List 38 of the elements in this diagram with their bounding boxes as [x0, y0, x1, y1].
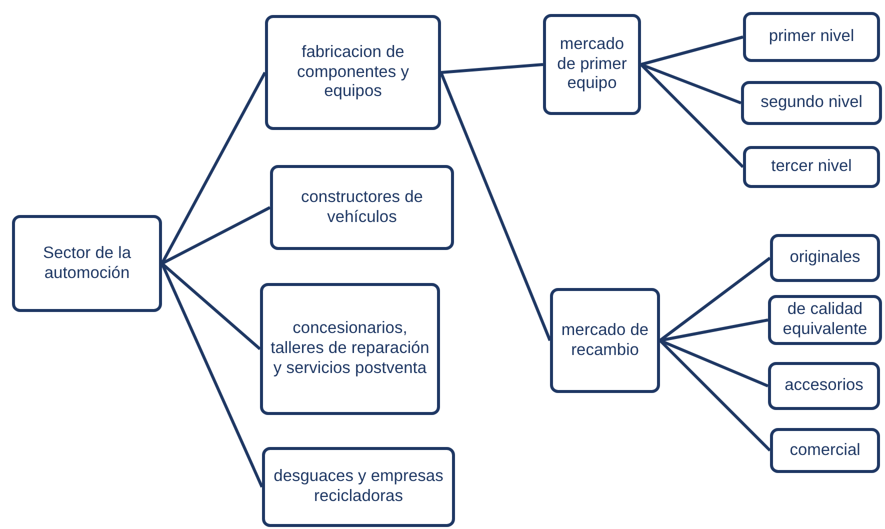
category-box — [768, 362, 880, 410]
category-box — [260, 283, 440, 415]
node-label: tercer nivel — [771, 157, 852, 177]
connector-line — [658, 339, 772, 452]
node-label: constructores de vehículos — [300, 188, 424, 228]
node-label: segundo nivel — [760, 93, 862, 113]
category-box — [743, 12, 880, 62]
category-box — [270, 165, 454, 250]
category-box — [265, 15, 441, 130]
node-label: fabricacion de componentes y equipos — [296, 42, 410, 102]
category-box — [12, 215, 162, 312]
connector-line — [640, 63, 744, 168]
connector-line — [659, 256, 771, 342]
connector-line — [160, 72, 266, 264]
node-label: comercial — [790, 440, 860, 460]
category-box — [770, 428, 880, 473]
node-label: primer nivel — [768, 27, 854, 47]
category-box — [743, 146, 880, 188]
category-box — [768, 295, 882, 345]
node-label: de calidad equivalente — [782, 300, 868, 340]
category-box — [741, 81, 882, 125]
connector-line — [440, 72, 552, 342]
connector-line — [640, 36, 744, 66]
category-box — [770, 234, 880, 282]
connector-line — [161, 206, 271, 265]
node-label: mercado de recambio — [560, 320, 650, 360]
category-box — [550, 288, 660, 393]
node-label: Sector de la automoción — [42, 244, 132, 284]
category-box — [262, 447, 455, 527]
connector-line — [440, 63, 544, 74]
node-label: concesionarios, talleres de reparación y servicios postventa — [270, 319, 430, 379]
category-box — [543, 14, 641, 115]
node-label: accesorios — [784, 376, 864, 396]
node-label: mercado de primer equipo — [556, 34, 628, 94]
node-label: originales — [790, 248, 860, 268]
connector-line — [660, 318, 768, 342]
node-label: desguaces y empresas recicladoras — [272, 467, 444, 507]
connector-line — [161, 262, 261, 350]
